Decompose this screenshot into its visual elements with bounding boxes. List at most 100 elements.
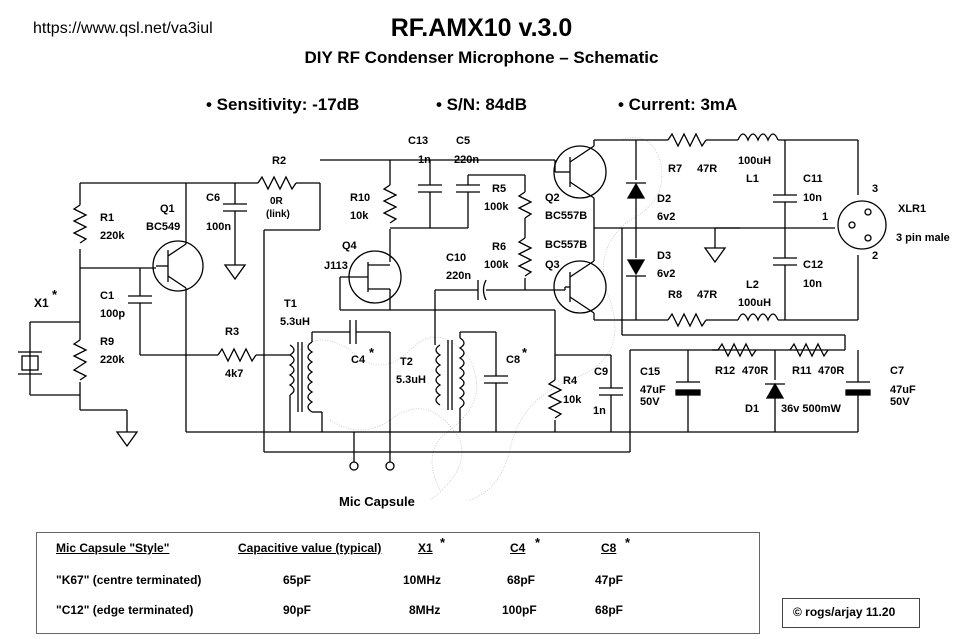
d1-value: 36v 500mW <box>781 403 841 415</box>
r2-note: (link) <box>266 209 290 220</box>
l1-value: 100uH <box>738 155 772 167</box>
r6-value: 100k <box>484 259 509 271</box>
c6-label: C6 <box>206 192 221 204</box>
mic-capsule-label: Mic Capsule <box>339 494 415 509</box>
xlr1-label: XLR1 <box>898 203 927 215</box>
output-section <box>553 132 887 350</box>
x1-star: * <box>52 287 58 302</box>
table-x1-star: * <box>440 535 446 550</box>
r5-value: 100k <box>484 201 509 213</box>
r11-label: R11 <box>792 365 812 377</box>
table-row-2-style: "C12" (edge terminated) <box>56 603 194 617</box>
r3-label: R3 <box>225 326 240 338</box>
c10-value: 220n <box>446 270 472 282</box>
r2-c6 <box>223 175 630 453</box>
q2-type: BC557B <box>545 210 588 222</box>
r4-value: 10k <box>563 394 582 406</box>
copyright: © rogs/arjay 11.20 <box>793 605 896 619</box>
r10-label: R10 <box>350 192 371 204</box>
table-header-c8: C8 <box>601 541 617 555</box>
q4-type: J113 <box>324 260 348 272</box>
table-row-1-style: "K67" (centre terminated) <box>56 573 202 587</box>
t1-transformer <box>288 320 395 471</box>
t2-label: T2 <box>400 356 413 368</box>
table-header-style: Mic Capsule "Style" <box>56 541 170 555</box>
q1-type: BC549 <box>146 221 181 233</box>
r7-label: R7 <box>668 163 683 175</box>
table-header-capacitance: Capacitive value (typical) <box>238 541 382 555</box>
r2-value: 0R <box>270 196 283 207</box>
l2-label: L2 <box>746 279 759 291</box>
c8-star: * <box>522 345 528 360</box>
q3-type: BC557B <box>545 239 588 251</box>
c6-value: 100n <box>206 221 232 233</box>
watermark-scribble <box>299 137 663 501</box>
q1-label: Q1 <box>160 203 175 215</box>
source-url: https://www.qsl.net/va3iul <box>33 20 213 37</box>
xlr1-pin2: 2 <box>872 250 879 262</box>
r8-value: 47R <box>697 289 718 301</box>
r2-label: R2 <box>272 155 287 167</box>
c9-label: C9 <box>594 366 609 378</box>
r9-label: R9 <box>100 336 115 348</box>
t1-value: 5.3uH <box>280 316 310 328</box>
c5-value: 220n <box>454 154 480 166</box>
c7-value: 47uF <box>890 384 916 396</box>
table-row-1-c4: 68pF <box>507 573 536 587</box>
c12-label: C12 <box>803 259 824 271</box>
c5-label: C5 <box>456 135 471 147</box>
c13-label: C13 <box>408 135 429 147</box>
table-header-c4: C4 <box>510 541 526 555</box>
d3-value: 6v2 <box>657 268 676 280</box>
q4-section <box>320 159 556 372</box>
c9-value: 1n <box>593 405 606 417</box>
table-row-1-x1: 10MHz <box>403 573 442 587</box>
table-row-1-capacitance: 65pF <box>283 573 312 587</box>
table-row-2-c8: 68pF <box>595 603 624 617</box>
c15-voltage: 50V <box>640 396 660 408</box>
table-header-x1: X1 <box>418 541 433 555</box>
copyright-box <box>782 598 920 628</box>
table-row-2-c4: 100pF <box>502 603 537 617</box>
c1-value: 100p <box>100 308 126 320</box>
c13-value: 1n <box>418 154 431 166</box>
r4-label: R4 <box>563 375 578 387</box>
x1-label: X1 <box>34 296 49 310</box>
c1-label: C1 <box>100 290 115 302</box>
q3-label: Q3 <box>545 259 560 271</box>
r1-label: R1 <box>100 212 115 224</box>
l2-value: 100uH <box>738 297 772 309</box>
r1-value: 220k <box>100 230 125 242</box>
q2-label: Q2 <box>545 192 560 204</box>
table-c4-star: * <box>535 535 541 550</box>
table-row-2-x1: 8MHz <box>409 603 441 617</box>
r9-value: 220k <box>100 354 125 366</box>
c12-value: 10n <box>803 278 822 290</box>
table-row-1-c8: 47pF <box>595 573 624 587</box>
q4-label: Q4 <box>342 240 357 252</box>
spec-snr: • S/N: 84dB <box>436 95 527 114</box>
c11-label: C11 <box>803 173 823 185</box>
spec-current: • Current: 3mA <box>618 95 738 114</box>
c7-label: C7 <box>890 365 905 377</box>
r11-value: 470R <box>818 365 845 377</box>
c15-value: 47uF <box>640 384 666 396</box>
r12-label: R12 <box>715 365 736 377</box>
page-title: RF.AMX10 v.3.0 <box>390 14 573 42</box>
xlr1-note: 3 pin male <box>896 232 950 244</box>
r7-value: 47R <box>697 163 718 175</box>
t1-label: T1 <box>284 298 297 310</box>
c10-label: C10 <box>446 252 467 264</box>
supply-section <box>629 342 871 452</box>
c4-label: C4 <box>351 354 366 366</box>
capsule-table <box>36 532 760 634</box>
r10-value: 10k <box>350 210 369 222</box>
c15-label: C15 <box>640 366 661 378</box>
r3-value: 4k7 <box>225 368 244 380</box>
page-subtitle: DIY RF Condenser Microphone – Schematic <box>304 48 659 67</box>
mid-section <box>434 175 623 432</box>
r5-label: R5 <box>492 183 507 195</box>
d2-value: 6v2 <box>657 211 676 223</box>
